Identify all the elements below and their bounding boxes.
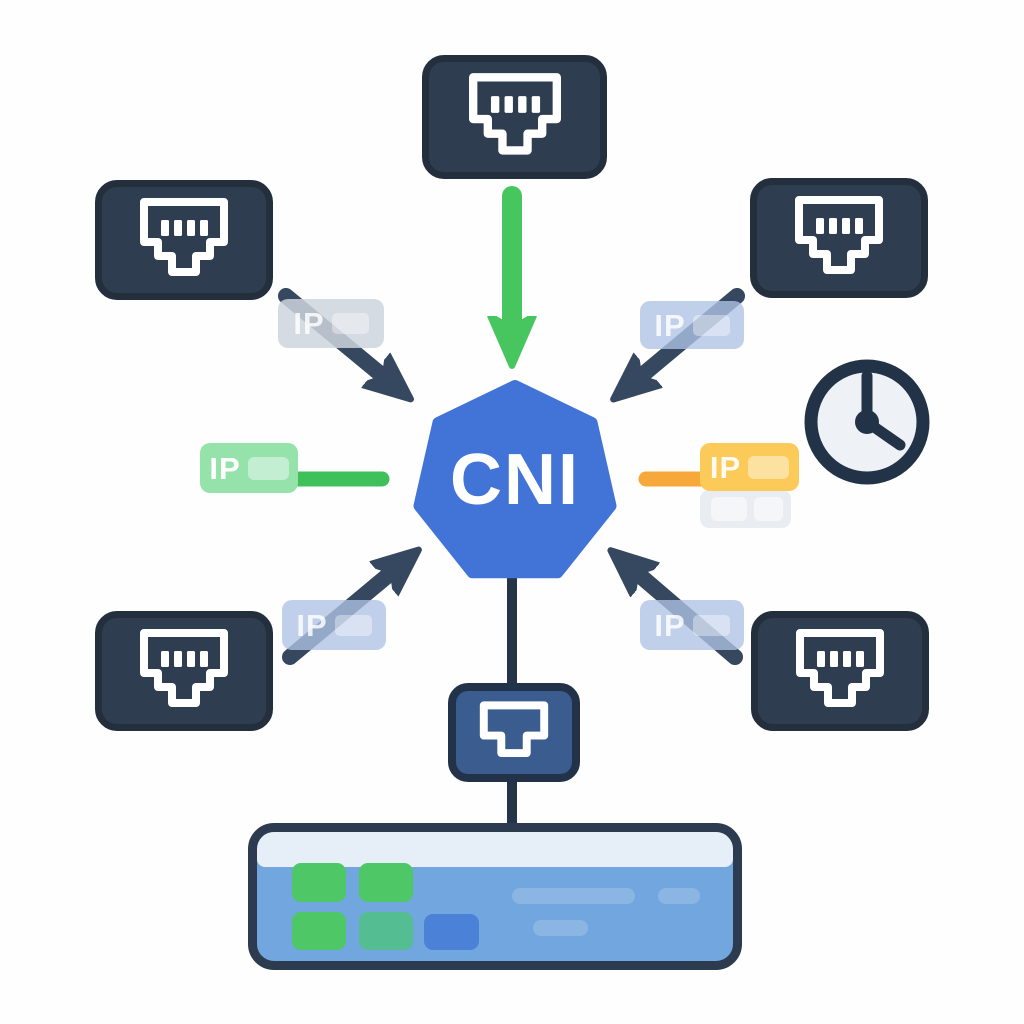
ghost-chip (754, 497, 783, 521)
ip-badge-bottom-left: IP (282, 600, 386, 650)
container-tile-green (292, 912, 346, 950)
host-server-box (248, 823, 742, 970)
ip-label: IP (654, 307, 686, 343)
ip-label: IP (709, 449, 742, 485)
ip-label: IP (654, 607, 686, 643)
ip-chip (247, 456, 289, 480)
eth-port-node-bottom-right (751, 611, 929, 731)
clock-icon (797, 352, 937, 497)
ip-badge-top-right: IP (640, 301, 744, 349)
ip-chip (692, 614, 730, 636)
eth-port-node-top (422, 55, 607, 179)
ip-badge-left-green: IP (200, 443, 298, 493)
ghost-chip (711, 497, 747, 521)
ip-chip (331, 313, 369, 334)
ip-chip (692, 314, 730, 336)
host-eth-port-node (448, 683, 580, 782)
eth-port-node-top-left (95, 180, 273, 300)
container-tile-green (292, 863, 346, 902)
ip-chip (748, 455, 790, 479)
ethernet-port-small-icon (474, 699, 554, 766)
host-placeholder-bar (533, 920, 588, 936)
container-tile-blue (424, 914, 479, 950)
ethernet-port-icon (133, 627, 235, 715)
host-placeholder-bar (512, 888, 635, 904)
cni-heptagon (400, 369, 630, 604)
ethernet-port-icon (789, 627, 891, 715)
ip-ghost-card (700, 490, 791, 528)
container-tile-teal (359, 912, 413, 950)
eth-port-node-bottom-left (95, 611, 273, 731)
ip-badge-bottom-right: IP (640, 600, 744, 650)
ip-label: IP (296, 607, 328, 643)
host-placeholder-bar (658, 888, 700, 904)
host-header-bar (257, 832, 733, 867)
ip-label: IP (209, 450, 241, 486)
ip-label: IP (293, 306, 325, 341)
container-tile-green (359, 863, 413, 902)
eth-port-node-top-right (750, 178, 928, 298)
ip-badge-top-left: IP (278, 299, 384, 348)
ethernet-port-icon (462, 71, 568, 163)
ethernet-port-icon (788, 194, 890, 282)
ethernet-port-icon (133, 196, 235, 284)
ip-chip (334, 614, 372, 636)
ip-badge-right-yellow: IP (700, 443, 799, 491)
